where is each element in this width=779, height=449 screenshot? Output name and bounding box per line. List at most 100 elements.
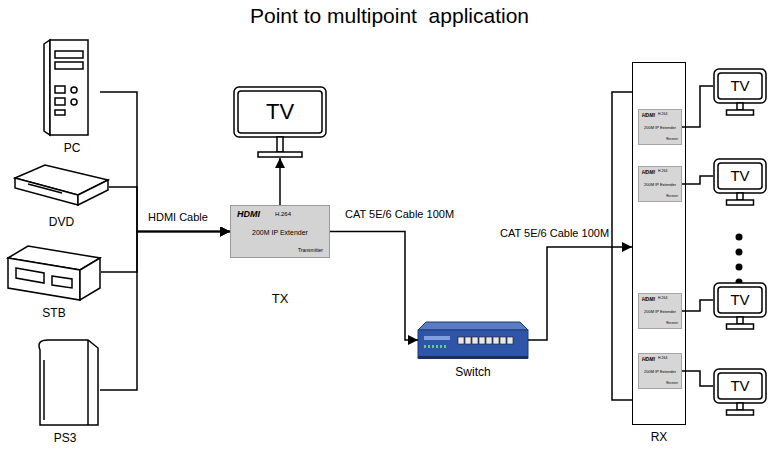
distribution-bracket [612,92,632,400]
node-text: H.264 [658,297,667,301]
dvd-front [15,178,78,205]
pc-button [71,99,77,105]
source-device: DVD [14,164,109,206]
node-text: Transmitter [298,248,323,253]
tv-monitor: TV [713,368,767,416]
cable-label: HDMI Cable [148,212,208,223]
switch-front [418,330,528,358]
dvd-player [15,165,108,205]
receiver-box: HDMIH.264200M IP ExtenderReceiver [638,109,682,145]
tv-shape [714,69,766,115]
cable-connector [109,187,230,232]
receiver-box: HDMIH.264 200M IP ExtenderReceiver [638,166,682,202]
node-text: HDMI [237,210,260,219]
tv-monitor: TV [713,158,767,206]
console-slot [43,360,45,420]
switch-led [432,345,434,348]
cable-connector [682,300,713,311]
receiver-box: HDMIH.264 200M IP ExtenderReceiver [638,293,682,329]
switch-port [507,337,513,344]
receiver-box: HDMIH.264 200M IP ExtenderReceiver [638,353,682,389]
tv-monitor: TV [233,86,327,158]
cable-label: CAT 5E/6 Cable 100M [500,228,609,239]
transmitter-box: HDMIH.264200M IP ExtenderTransmitterTX [230,205,330,258]
node-text: HDMI [642,297,655,302]
cable-connector [682,86,713,127]
switch-port [493,337,499,344]
node-text: H.264 [275,211,291,217]
node-text: RX [603,431,715,443]
tv-shape [714,283,766,329]
tv-base [727,110,754,115]
tv-bezel [714,369,766,403]
stb-display [16,268,44,283]
switch-led [444,345,446,348]
tv-neck [277,137,283,152]
tv-neck [737,317,743,324]
cable-connector [101,232,230,273]
node-text: Switch [388,366,558,378]
node-text: Receiver [666,322,678,325]
node-text: H.264 [658,113,667,117]
node-text: 200M IP Extender [639,183,681,187]
node-text: DVD [0,216,139,228]
pc-button [55,86,65,93]
node-text: 200M IP Extender [639,370,681,374]
cable-connector [330,232,418,341]
node-text: HDMI [642,170,655,175]
pc-tower [44,40,88,135]
switch-top [418,322,528,330]
node-text: Receiver [666,382,678,385]
diagram-title: Point to multipoint application [0,4,779,27]
tv-shape [714,369,766,415]
node-text: H.264 [658,357,667,361]
tv-base [727,200,754,205]
switch-base [418,356,528,359]
node-text: TX [201,292,359,305]
node-text: HDMI [642,113,655,118]
tv-shape [714,159,766,205]
switch-port [500,337,506,344]
node-text: HDMI [642,357,655,362]
set-top-box [8,246,100,300]
tv-bezel [714,69,766,103]
switch-port [458,337,464,344]
node-text: H.264 [658,170,667,174]
node-text: TV [713,78,767,93]
tv-base [727,324,754,329]
dot [736,234,743,241]
node-text: TV [713,168,767,183]
tv-bezel [714,283,766,317]
stb-side [80,258,100,300]
switch-label [424,336,450,340]
stb-front [8,258,80,300]
node-text: 200M IP Extender [231,229,329,236]
tv-base [258,152,302,157]
switch-leds [424,345,446,348]
tv-shape [234,87,326,157]
pc-bay [55,62,83,69]
pc-button [55,98,65,105]
cable-connector [100,92,230,232]
tv-monitor: TV [713,282,767,330]
console-edge [87,340,89,425]
node-text: 200M IP Extender [639,310,681,314]
switch-port [479,337,485,344]
cable-connector [682,371,713,386]
node-text: PC [14,142,130,154]
console-body [39,340,98,425]
cable-label: CAT 5E/6 Cable 100M [345,209,454,220]
tv-neck [737,103,743,110]
network-switch [418,322,528,359]
switch-led [436,345,438,348]
tv-bezel [714,159,766,193]
cable-connector [100,232,230,391]
node-text: Receiver [666,195,678,198]
node-text: PS3 [0,432,130,444]
node-text: TV [713,378,767,393]
node-text: TV [713,292,767,307]
pc-button [55,110,65,115]
cable-connector [682,176,713,184]
